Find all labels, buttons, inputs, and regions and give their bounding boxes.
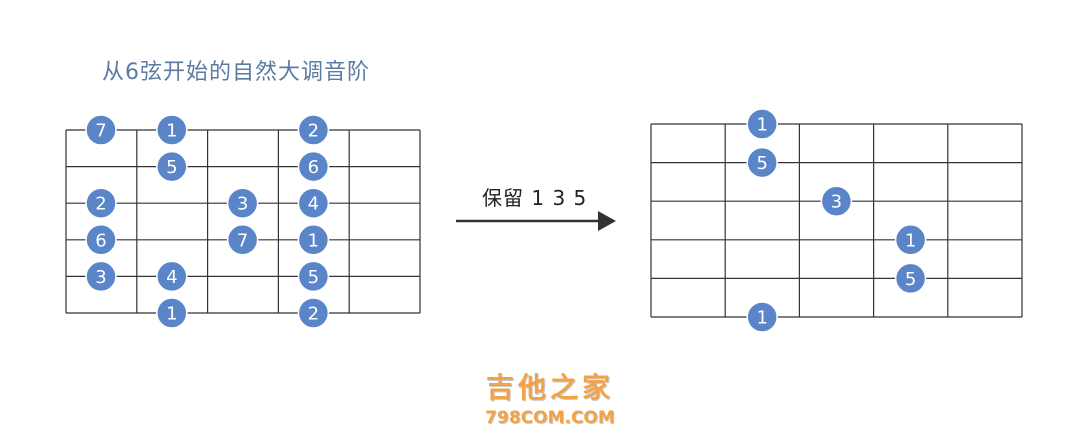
left-note-circle xyxy=(297,114,330,146)
left-note-label: 7 xyxy=(237,230,248,251)
transform-arrow xyxy=(456,211,616,231)
right-note-label: 3 xyxy=(831,192,842,213)
right-note-label: 5 xyxy=(905,269,916,290)
arrow-label: 保留 1 3 5 xyxy=(482,186,588,210)
left-note-dot: 7 xyxy=(85,114,117,146)
left-note-label: 2 xyxy=(95,194,106,215)
arrow-head xyxy=(598,211,616,231)
right-note-dot: 5 xyxy=(746,146,778,179)
left-note-circle xyxy=(156,114,188,146)
left-note-circle xyxy=(297,297,330,329)
right-note-circle xyxy=(746,146,778,179)
left-note-circle xyxy=(297,260,330,293)
left-note-dot: 5 xyxy=(156,150,188,183)
left-note-label: 1 xyxy=(166,304,177,325)
left-note-circle xyxy=(226,187,259,219)
right-note-circle xyxy=(746,301,778,333)
right-note-dot: 1 xyxy=(746,108,778,140)
left-note-label: 4 xyxy=(166,267,177,288)
right-note-circle xyxy=(894,262,927,295)
right-note-dot: 1 xyxy=(894,224,927,256)
right-note-label: 1 xyxy=(905,230,916,251)
left-note-dot: 3 xyxy=(85,260,117,293)
watermark-main: 吉他之家 xyxy=(485,371,614,404)
left-note-dot: 4 xyxy=(297,187,330,219)
left-note-label: 7 xyxy=(95,121,106,142)
left-note-label: 1 xyxy=(166,121,177,142)
left-note-dot: 1 xyxy=(156,114,188,146)
watermark-logo: 吉他之家 798COM.COM xyxy=(440,366,660,428)
left-note-circle xyxy=(156,297,188,329)
right-note-dot: 5 xyxy=(894,262,927,295)
left-note-circle xyxy=(297,224,330,256)
left-fretboard: 7 1 2 5 6 2 3 4 6 7 1 3 4 5 1 2 xyxy=(65,114,421,329)
left-note-circle xyxy=(297,187,330,219)
left-note-circle xyxy=(85,187,117,219)
left-note-circle xyxy=(156,150,188,183)
left-note-circle xyxy=(85,260,117,293)
left-note-circle xyxy=(156,260,188,293)
right-fretboard: 1 5 3 1 5 1 xyxy=(650,108,1023,333)
watermark-sub: 798COM.COM xyxy=(485,408,615,428)
left-note-dot: 7 xyxy=(226,224,259,256)
left-note-dot: 2 xyxy=(297,114,330,146)
left-note-dot: 6 xyxy=(85,224,117,256)
left-note-dot: 2 xyxy=(85,187,117,219)
left-note-label: 5 xyxy=(308,267,319,288)
left-note-label: 6 xyxy=(308,157,319,178)
left-note-label: 3 xyxy=(95,267,106,288)
left-note-circle xyxy=(297,150,330,183)
left-note-label: 5 xyxy=(166,157,177,178)
left-note-dot: 5 xyxy=(297,260,330,293)
left-note-dot: 3 xyxy=(226,187,259,219)
right-note-label: 5 xyxy=(756,153,767,174)
right-note-dot: 1 xyxy=(746,301,778,333)
left-note-label: 3 xyxy=(237,194,248,215)
right-note-circle xyxy=(820,185,853,217)
right-note-label: 1 xyxy=(756,308,767,329)
right-note-circle xyxy=(894,224,927,256)
left-note-label: 2 xyxy=(308,304,319,325)
left-note-label: 2 xyxy=(308,121,319,142)
left-note-label: 4 xyxy=(308,194,319,215)
right-note-circle xyxy=(746,108,778,140)
left-note-dot: 6 xyxy=(297,150,330,183)
left-note-label: 6 xyxy=(95,230,106,251)
left-note-dot: 1 xyxy=(297,224,330,256)
left-note-dot: 2 xyxy=(297,297,330,329)
left-note-dot: 1 xyxy=(156,297,188,329)
right-note-dot: 3 xyxy=(820,185,853,217)
left-note-circle xyxy=(85,114,117,146)
right-note-label: 1 xyxy=(756,115,767,136)
diagram-title: 从6弦开始的自然大调音阶 xyxy=(102,60,370,85)
left-note-circle xyxy=(85,224,117,256)
left-note-dot: 4 xyxy=(156,260,188,293)
left-note-circle xyxy=(226,224,259,256)
left-note-label: 1 xyxy=(308,230,319,251)
